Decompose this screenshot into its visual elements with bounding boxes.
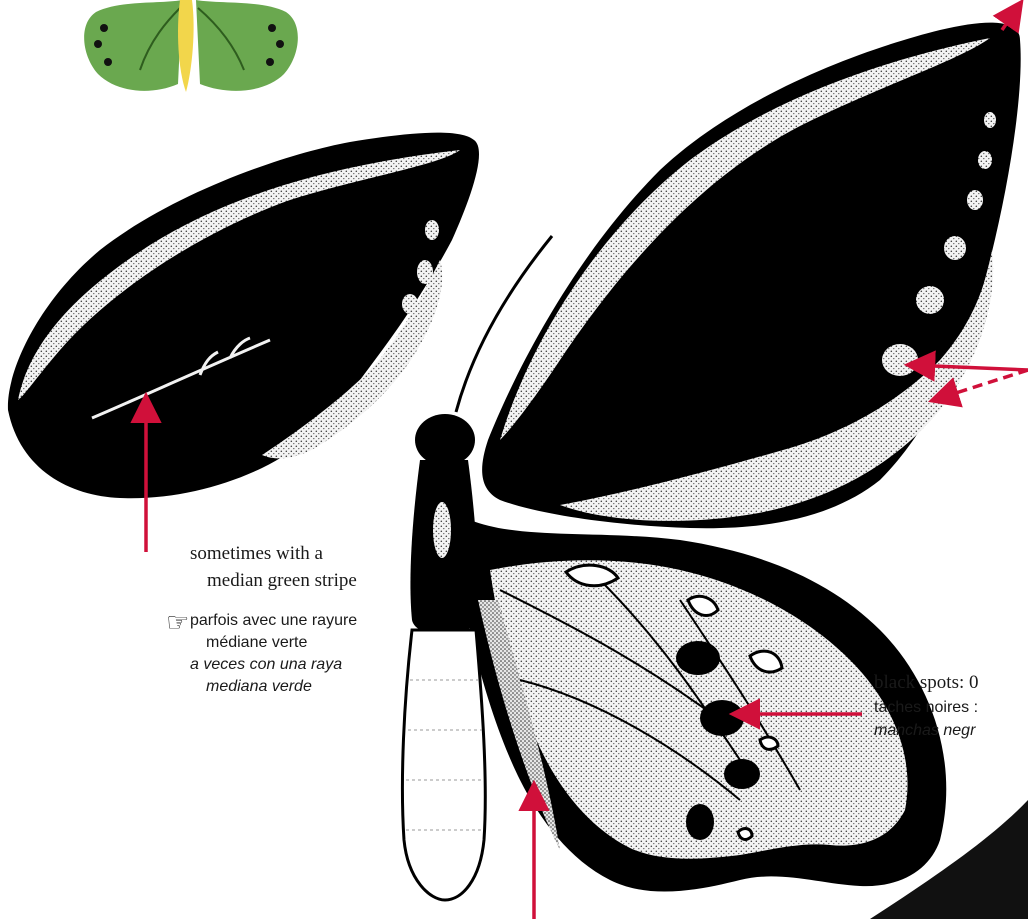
right-forewing (482, 23, 1021, 529)
stripe-label-es-2: mediana verde (206, 678, 312, 696)
stripe-label-es-1: a veces con una raya (190, 656, 342, 674)
left-forewing (8, 133, 479, 499)
thumbnail-butterfly (84, 0, 298, 92)
spots-label-en: black spots: 0 (874, 672, 979, 694)
pointing-hand-icon: ☞ (166, 610, 189, 636)
stripe-label-en-2: median green stripe (207, 570, 357, 592)
stripe-label-en-1: sometimes with a (190, 543, 323, 565)
stripe-label-fr-1: parfois avec une rayure (190, 612, 357, 630)
arrow-wingtip (1002, 4, 1020, 30)
stripe-label-fr-2: médiane verte (206, 634, 307, 652)
spots-label-es: manchas negr (874, 722, 975, 740)
spots-label-fr: taches noires : (874, 699, 978, 717)
